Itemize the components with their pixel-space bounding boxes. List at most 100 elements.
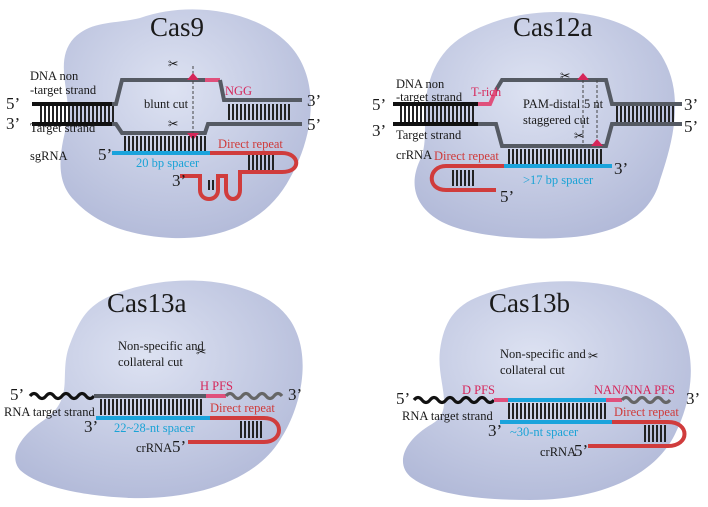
- cas9-repeat-label: Direct repeat: [218, 137, 283, 151]
- cas9-protein-blob: [60, 9, 311, 239]
- cas12a-cut-label-c: 5 nt: [584, 97, 604, 111]
- cas9-title: Cas9: [150, 12, 204, 42]
- cas9-end-3-bottom: 3’: [6, 114, 20, 133]
- cas13a-target-left-wavy: [28, 391, 96, 401]
- scissors-icon: ✂: [196, 345, 207, 359]
- cas13b-target-label: RNA target strand: [402, 409, 493, 423]
- cas9-direct-repeat: [180, 151, 299, 201]
- cas9-pam-label: NGG: [225, 84, 252, 98]
- cas13a-rna-hybrid: [100, 399, 204, 415]
- cas13b-collateral-a: Non-specific and: [500, 347, 586, 361]
- cas9-end-5-right: 5’: [307, 115, 321, 134]
- cas9-rna-5: 5’: [98, 145, 112, 164]
- cas13b-pfs-right-label: NAN/NNA PFS: [594, 383, 675, 397]
- cas13b-target-left-wavy: [412, 395, 496, 405]
- cas12a-rna-5: 5’: [500, 187, 514, 206]
- cas9-target-label: Target strand: [30, 121, 96, 135]
- panel-cas9: Cas9 ✂ ✂ blunt cut 20 bp spacer Direct r…: [6, 9, 321, 239]
- cas13b-target-right-wavy: [620, 395, 672, 405]
- cas12a-cut-label-b: staggered cut: [523, 113, 590, 127]
- cas13b-collateral-b: collateral cut: [500, 363, 565, 377]
- cas13b-end-5: 5’: [396, 389, 410, 408]
- cas13b-crrna-label: crRNA: [540, 445, 576, 459]
- cas13b-rna-3: 3’: [488, 421, 502, 440]
- cas9-target-strand: [112, 122, 302, 135]
- cas12a-rna-3: 3’: [614, 159, 628, 178]
- cas9-end-5-top: 5’: [6, 94, 20, 113]
- panel-cas12a: Cas12a ✂ ✂ PAM-distal staggered cut 5 nt…: [372, 12, 698, 239]
- cas13a-direct-repeat: [188, 416, 281, 444]
- scissors-icon: ✂: [168, 117, 179, 131]
- cas9-spacer-label: 20 bp spacer: [136, 156, 200, 170]
- cas12a-end-5-top: 5’: [372, 95, 386, 114]
- scissors-icon: ✂: [574, 129, 585, 143]
- scissors-icon: ✂: [588, 349, 599, 363]
- cas13a-pfs-label: H PFS: [200, 379, 233, 393]
- cas13a-target-right-wavy: [224, 391, 284, 401]
- cas9-duplex-left: [40, 106, 116, 122]
- cas12a-duplex-right: [614, 106, 676, 122]
- panel-cas13a: Cas13a Non-specific and collateral cut ✂…: [4, 280, 303, 499]
- scissors-icon: ✂: [168, 57, 179, 71]
- cas13b-title: Cas13b: [489, 288, 570, 318]
- cas13a-repeat-label: Direct repeat: [210, 401, 275, 415]
- cas13b-end-3: 3’: [686, 389, 700, 408]
- cas12a-cut-marker-bottom: [591, 139, 603, 146]
- cas9-duplex-right: [226, 104, 290, 120]
- cas12a-rna-dna-hybrid: [506, 149, 604, 165]
- cas13a-rna-3: 3’: [84, 417, 98, 436]
- cas12a-protein-blob: [414, 12, 676, 239]
- cas12a-pam-label: T-rich: [471, 85, 502, 99]
- cas13a-target-label: RNA target strand: [4, 405, 95, 419]
- scissors-icon: ✂: [560, 69, 571, 83]
- cas9-repeat-stem: [246, 155, 276, 170]
- cas13b-rna-hybrid: [508, 403, 606, 419]
- cas13a-end-5: 5’: [10, 385, 24, 404]
- cas13b-repeat-stem: [644, 425, 666, 442]
- cas13b-rna-5: 5’: [574, 441, 588, 460]
- cas12a-end-3-right: 3’: [684, 95, 698, 114]
- cas12a-target-strand: [478, 122, 682, 148]
- cas9-rna-3: 3’: [172, 171, 186, 190]
- cas12a-title: Cas12a: [513, 12, 593, 42]
- cas9-cut-label: blunt cut: [144, 97, 189, 111]
- cas12a-spacer-label: >17 bp spacer: [523, 173, 594, 187]
- cas13a-end-3: 3’: [288, 385, 302, 404]
- cas9-end-3-right: 3’: [307, 91, 321, 110]
- cas12a-end-5-right: 5’: [684, 117, 698, 136]
- cas12a-nontarget-label: DNA non: [396, 77, 445, 91]
- cas12a-cut-marker-top: [577, 73, 589, 80]
- cas9-sgrna-label: sgRNA: [30, 149, 68, 163]
- cas13a-title: Cas13a: [107, 288, 187, 318]
- cas13b-repeat-label: Direct repeat: [614, 405, 679, 419]
- cas9-nontarget-right: [218, 79, 302, 102]
- cas12a-end-3-bottom: 3’: [372, 121, 386, 140]
- cas12a-nontarget-bubble: [494, 78, 682, 106]
- cas9-hairpin: [206, 180, 216, 190]
- cas9-rna-dna-hybrid: [124, 136, 208, 152]
- cas9-nontarget-label-2: -target strand: [30, 83, 97, 97]
- cas13a-repeat-stem: [240, 421, 262, 438]
- cas12a-crrna-label: crRNA: [396, 148, 432, 162]
- cas13b-direct-repeat: [588, 420, 687, 448]
- cas12a-cut-label-a: PAM-distal: [523, 97, 581, 111]
- cas9-nontarget-label: DNA non: [30, 69, 79, 83]
- cas13b-spacer-label: ~30-nt spacer: [510, 425, 579, 439]
- cas13a-collateral-b: collateral cut: [118, 355, 183, 369]
- cas12a-nontarget-label-2: -target strand: [396, 90, 463, 104]
- cas12a-duplex-left: [400, 106, 476, 122]
- panel-cas13b: Cas13b Non-specific and collateral cut ✂…: [396, 281, 700, 500]
- cas13b-pfs-left-label: D PFS: [462, 383, 495, 397]
- cas13a-spacer-label: 22~28-nt spacer: [114, 421, 196, 435]
- cas9-nontarget-bubble: [112, 78, 205, 106]
- cas12a-direct-repeat: [429, 164, 504, 192]
- cas12a-target-label: Target strand: [396, 128, 462, 142]
- cas13a-rna-5: 5’: [172, 437, 186, 456]
- cas12a-repeat-label: Direct repeat: [434, 149, 499, 163]
- cas12a-pam-strand: [478, 89, 498, 106]
- cas13a-collateral-a: Non-specific and: [118, 339, 204, 353]
- cas9-cut-marker-top: [187, 73, 199, 80]
- cas13a-crrna-label: crRNA: [136, 441, 172, 455]
- cas12a-repeat-stem: [452, 170, 476, 186]
